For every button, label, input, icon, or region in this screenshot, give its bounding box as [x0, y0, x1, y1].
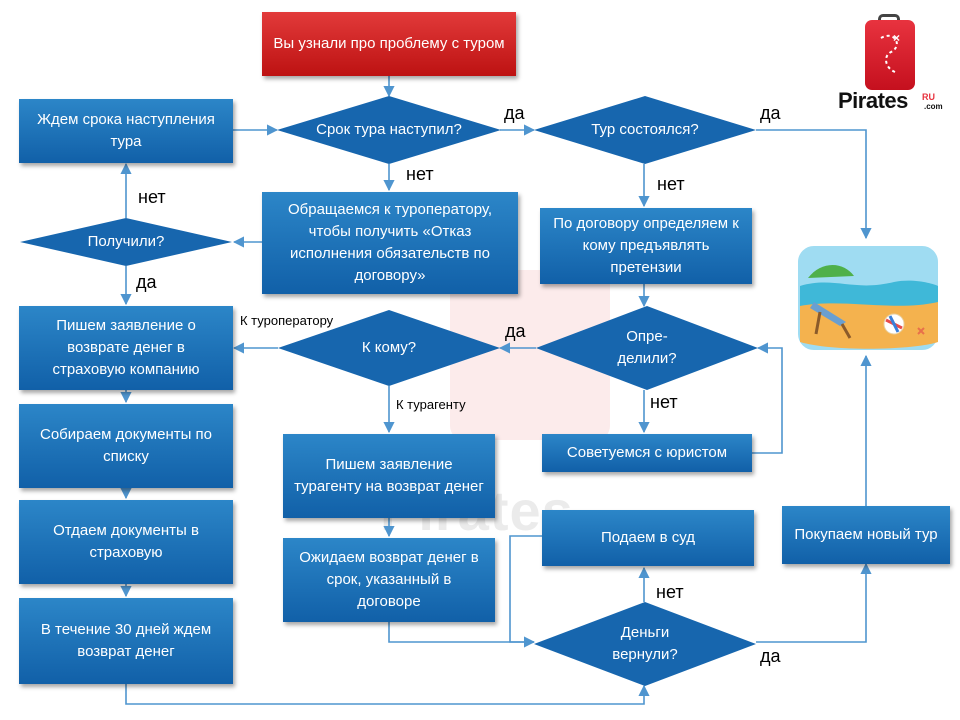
label-started-no: нет	[406, 164, 434, 184]
suitcase-handle-icon	[878, 14, 900, 24]
decision-received: Получили?	[20, 218, 232, 266]
decision-tour-happened: Тур состоялся?	[534, 96, 756, 164]
edge-happened-yes	[756, 129, 872, 240]
decision-received-label: Получили?	[87, 233, 165, 250]
edge-court-loop	[509, 535, 542, 643]
decision-determined: Опре-делили?	[536, 306, 758, 390]
beach-illustration	[794, 242, 942, 354]
label-started-yes: да	[504, 103, 525, 123]
label-money-no: нет	[656, 582, 684, 602]
label-determined-yes: да	[505, 321, 526, 341]
node-collect-docs: Собираем документы по списку	[19, 404, 233, 488]
decision-money-returned: Деньги вернули?	[534, 602, 756, 686]
decision-to-whom: К кому?	[278, 310, 500, 386]
edge-money-yes	[756, 562, 872, 643]
edge-lawyer-loop	[752, 342, 783, 454]
pirates-logo: × Pirates RU .com	[838, 14, 948, 118]
node-insurance-claim: Пишем заявление о возврате денег в страх…	[19, 306, 233, 390]
logo-brand: Pirates	[838, 88, 908, 113]
node-await-refund: Ожидаем возврат денег в срок, указанный …	[283, 538, 495, 622]
svg-text:×: ×	[893, 31, 900, 45]
label-to-operator: К туроператору	[240, 313, 334, 328]
label-received-no: нет	[138, 187, 166, 207]
decision-determined-label: Опре-делили?	[617, 328, 677, 367]
node-claim-by-contract: По договору определяем к кому предъявлят…	[540, 208, 752, 284]
node-court: Подаем в суд	[542, 510, 754, 566]
suitcase-logo-icon: ×	[865, 20, 915, 90]
decision-money-returned-label: Деньги вернули?	[612, 624, 678, 663]
edge-wait30-to-money	[125, 684, 650, 705]
decision-tour-happened-label: Тур состоялся?	[591, 121, 699, 138]
node-wait-30: В течение 30 дней ждем возврат денег	[19, 598, 233, 684]
decision-to-whom-label: К кому?	[361, 339, 417, 356]
edge-await-to-money	[388, 622, 536, 648]
logo-suffix: RU	[922, 92, 935, 102]
label-determined-no: нет	[650, 392, 678, 412]
node-consult-lawyer: Советуемся с юристом	[542, 434, 752, 472]
label-to-agent: К турагенту	[396, 397, 466, 412]
label-received-yes: да	[136, 272, 157, 292]
decision-tour-started: Срок тура наступил?	[277, 96, 501, 164]
decision-tour-started-label: Срок тура наступил?	[316, 121, 462, 138]
node-new-tour: Покупаем новый тур	[782, 506, 950, 564]
label-happened-yes: да	[760, 103, 781, 123]
node-contact-operator: Обращаемся к туроператору, чтобы получит…	[262, 192, 518, 294]
node-start: Вы узнали про проблему с туром	[262, 12, 516, 76]
node-give-docs: Отдаем документы в страховую	[19, 500, 233, 584]
label-happened-no: нет	[657, 174, 685, 194]
node-wait-tour: Ждем срока наступления тура	[19, 99, 233, 163]
logo-domain: .com	[924, 102, 943, 111]
node-agent-claim: Пишем заявление турагенту на возврат ден…	[283, 434, 495, 518]
label-money-yes: да	[760, 646, 781, 666]
